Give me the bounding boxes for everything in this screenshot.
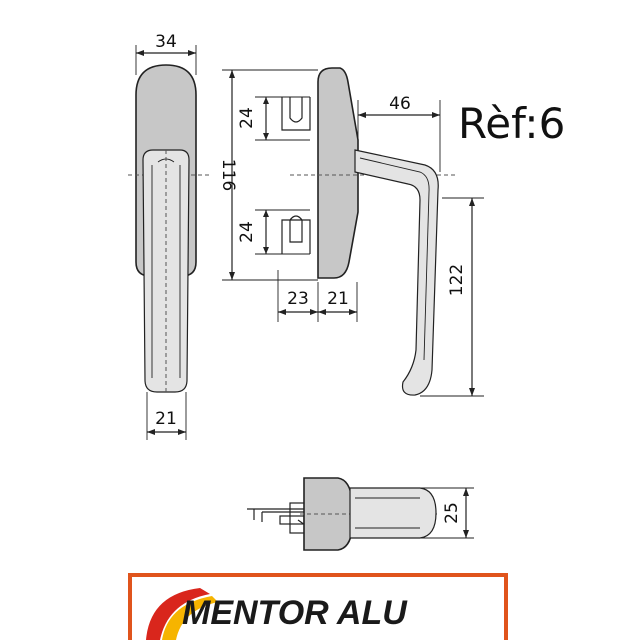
dim-bottom-height: 25 bbox=[442, 502, 462, 524]
dim-width-top: 34 bbox=[155, 32, 177, 52]
lever-arm bbox=[354, 149, 439, 396]
reference-label: Rèf:6 bbox=[458, 99, 565, 148]
dim-handle-length: 122 bbox=[447, 264, 467, 296]
logo-swoosh-red bbox=[146, 588, 210, 640]
rosette-side bbox=[317, 67, 359, 279]
brand-logo: MENTOR ALU bbox=[128, 573, 508, 640]
dim-slot-lower: 24 bbox=[237, 221, 257, 243]
dim-depth-b: 21 bbox=[327, 289, 349, 309]
bottom-view: 25 bbox=[247, 477, 474, 551]
logo-swoosh-yellow bbox=[162, 596, 218, 640]
dim-depth-a: 23 bbox=[287, 289, 309, 309]
grip-bottom bbox=[349, 487, 437, 539]
dim-slot-upper: 24 bbox=[237, 107, 257, 129]
dim-handle-reach: 46 bbox=[389, 94, 411, 114]
dim-height-total: 116 bbox=[218, 159, 238, 191]
side-view: 116 24 24 46 122 bbox=[218, 67, 484, 397]
front-view: 34 21 bbox=[128, 32, 210, 440]
dim-width-bottom: 21 bbox=[155, 409, 177, 429]
brand-name: MENTOR ALU bbox=[182, 594, 408, 632]
